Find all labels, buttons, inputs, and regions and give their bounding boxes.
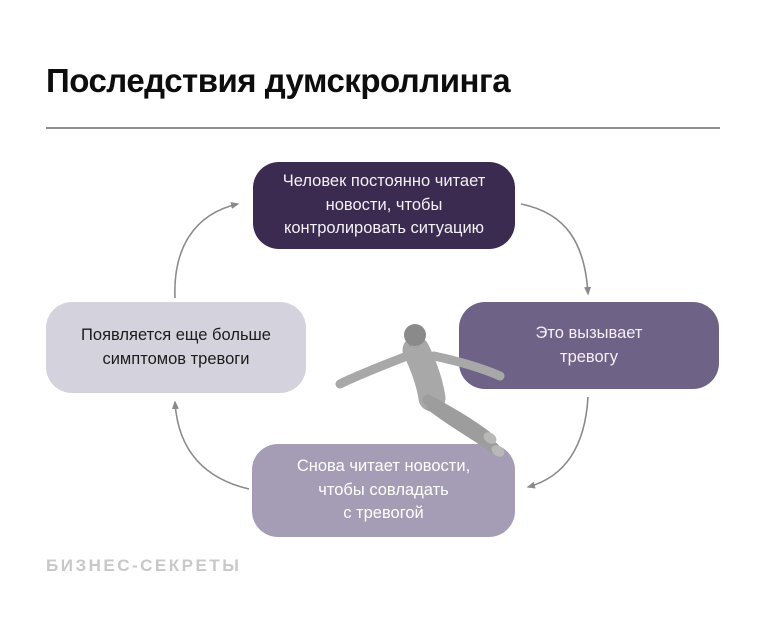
cycle-step-more-symptoms: Появляется еще больше симптомов тревоги <box>46 302 306 393</box>
arrow-right-to-bottom <box>526 396 589 489</box>
arrow-left-to-top <box>174 202 240 299</box>
cycle-step-reads-again: Снова читает новости, чтобы совладать с … <box>252 444 515 537</box>
cycle-step-reads-news: Человек постоянно читает новости, чтобы … <box>253 162 515 249</box>
title-divider <box>46 127 720 129</box>
arrow-top-to-right <box>520 203 592 296</box>
falling-man-image <box>335 324 505 457</box>
brand-logo: БИЗНЕС-СЕКРЕТЫ <box>46 556 242 575</box>
cycle-step-causes-anxiety: Это вызывает тревогу <box>459 302 719 389</box>
arrow-bottom-to-left <box>171 400 250 490</box>
page-title: Последствия думскроллинга <box>46 62 511 99</box>
